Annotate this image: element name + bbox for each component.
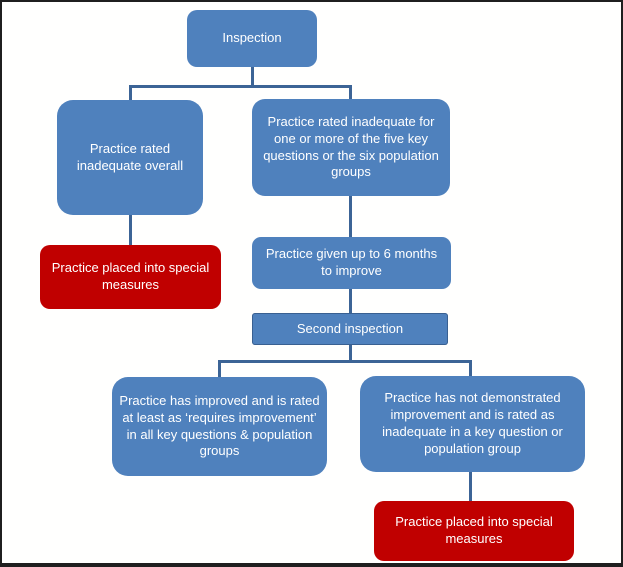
node-special-measures-left-label: Practice placed into special measures bbox=[51, 260, 210, 292]
connector-second-stub bbox=[349, 345, 352, 361]
node-second-inspection: Second inspection bbox=[252, 313, 448, 345]
connector-bottom-split-horizontal bbox=[218, 360, 472, 363]
node-six-months-to-improve: Practice given up to 6 months to improve bbox=[252, 237, 451, 289]
node-inspection: Inspection bbox=[187, 10, 317, 67]
node-not-improved-label: Practice has not demonstrated improvemen… bbox=[382, 390, 563, 456]
connector-notimproved-to-special bbox=[469, 472, 472, 501]
node-rated-inadequate-key-questions: Practice rated inadequate for one or mor… bbox=[252, 99, 450, 196]
connector-top-split-left-drop bbox=[129, 85, 132, 100]
node-second-inspection-label: Second inspection bbox=[296, 320, 404, 336]
connector-top-split-right-drop bbox=[349, 85, 352, 99]
connector-sixmonths-to-second bbox=[349, 289, 352, 313]
node-special-measures-left: Practice placed into special measures bbox=[40, 245, 221, 309]
node-improved-label: Practice has improved and is rated at le… bbox=[119, 392, 320, 459]
node-improved: Practice has improved and is rated at le… bbox=[112, 377, 327, 476]
node-rated-inadequate-overall-label: Practice rated inadequate overall bbox=[76, 140, 184, 173]
node-special-measures-bottom: Practice placed into special measures bbox=[374, 501, 574, 561]
connector-key-to-sixmonths bbox=[349, 196, 352, 237]
node-special-measures-bottom-label: Practice placed into special measures bbox=[395, 514, 553, 546]
connector-bottom-split-left-drop bbox=[218, 360, 221, 377]
node-not-improved: Practice has not demonstrated improvemen… bbox=[360, 376, 585, 472]
node-inspection-label: Inspection bbox=[222, 30, 282, 46]
connector-inspection-stub bbox=[251, 67, 254, 86]
connector-overall-to-special bbox=[129, 215, 132, 245]
connector-top-split-horizontal bbox=[129, 85, 352, 88]
connector-bottom-split-right-drop bbox=[469, 360, 472, 376]
node-six-months-to-improve-label: Practice given up to 6 months to improve bbox=[265, 246, 438, 278]
node-rated-inadequate-key-questions-label: Practice rated inadequate for one or mor… bbox=[263, 113, 439, 180]
node-rated-inadequate-overall: Practice rated inadequate overall bbox=[57, 100, 203, 215]
